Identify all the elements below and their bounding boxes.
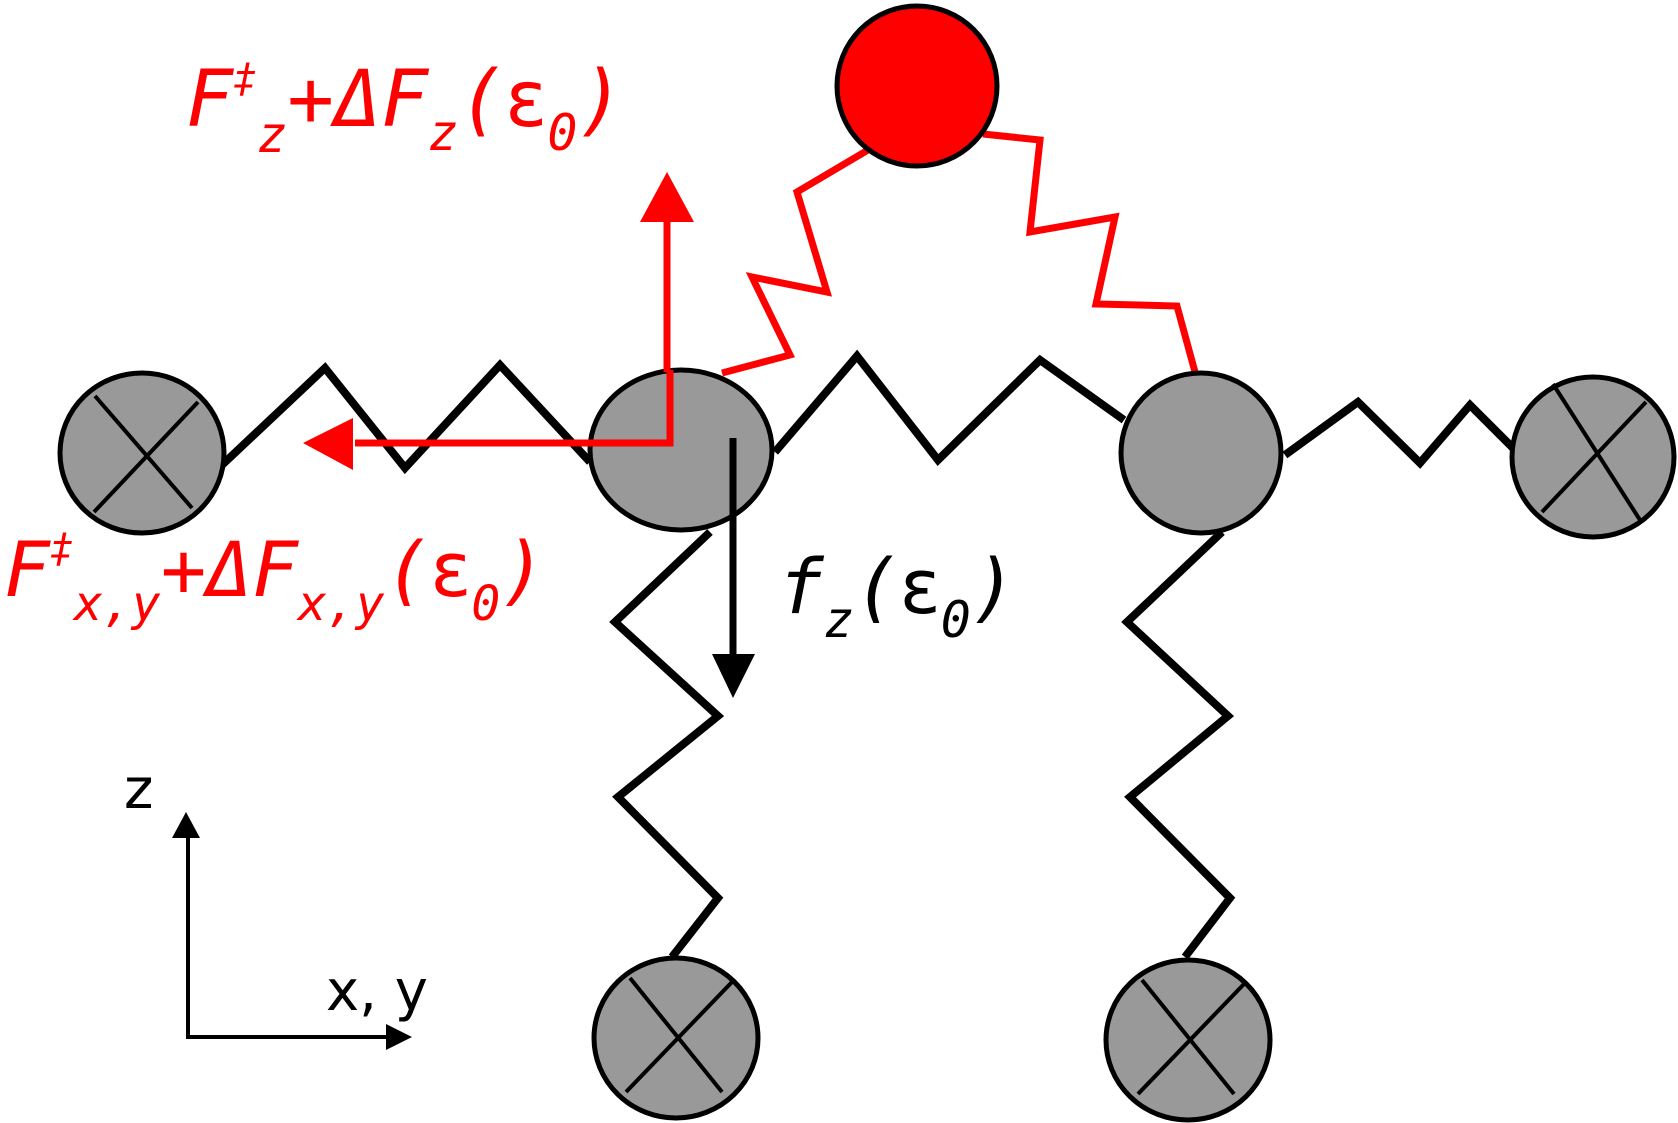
red-spring-left bbox=[721, 146, 870, 377]
axis-z-arrowhead bbox=[172, 812, 200, 838]
axis-xy-arrowhead bbox=[386, 1024, 412, 1050]
fixed-node-bottom-right bbox=[1103, 957, 1273, 1123]
spring-right-down bbox=[1121, 529, 1236, 960]
black-springs bbox=[219, 349, 1523, 960]
axis-label-xy: x, y bbox=[326, 959, 428, 1024]
red-particle bbox=[834, 3, 1000, 169]
spring-center-down bbox=[609, 529, 725, 960]
fixed-node-bottom-center bbox=[591, 955, 761, 1121]
axis-lines bbox=[186, 838, 396, 1039]
fz-arrow bbox=[712, 438, 755, 698]
red-force-arrows bbox=[303, 172, 694, 470]
axis-label-z: z bbox=[124, 757, 153, 822]
arrow-up-head bbox=[640, 172, 694, 222]
free-node-center bbox=[587, 367, 775, 533]
label-force-z: F‡z+ΔFz(ε0) bbox=[186, 55, 624, 164]
label-force-xy: F‡x,y+ΔFx,y(ε0) bbox=[4, 525, 546, 632]
arrow-down-head bbox=[712, 654, 755, 698]
axes: z x, y bbox=[124, 757, 428, 1050]
red-springs bbox=[721, 130, 1199, 377]
fixed-node-left bbox=[57, 370, 227, 536]
spring-left-to-center bbox=[219, 359, 593, 475]
force-arrow-path bbox=[355, 370, 674, 447]
spring-center-to-right bbox=[771, 349, 1127, 466]
label-fz: fz(ε0) bbox=[778, 542, 1017, 649]
spring-right-to-far-right bbox=[1282, 396, 1523, 469]
free-node-right bbox=[1118, 370, 1284, 536]
arrow-left-head bbox=[303, 418, 353, 470]
fixed-node-far-right bbox=[1509, 374, 1677, 540]
red-spring-right bbox=[982, 130, 1199, 373]
